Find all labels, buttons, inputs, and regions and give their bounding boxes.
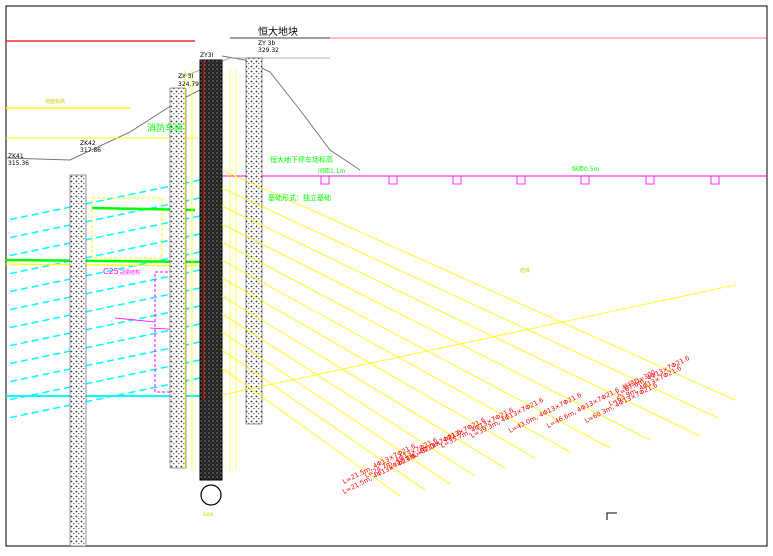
podium-label: 恒大地下停车场标高 <box>270 155 333 164</box>
borehole-column-zk42 <box>69 174 87 547</box>
yellow-anchor-7 <box>221 277 536 459</box>
yellow-anchor-11 <box>221 349 426 491</box>
ground-profile-left <box>5 89 201 161</box>
yellow-anchor-6 <box>221 259 571 453</box>
zk42-label: ZK42 <box>80 140 96 147</box>
yellow-anchors-group <box>221 169 736 497</box>
beam-suffix: 冠梁结构 <box>120 269 140 276</box>
anchor-labels-group: L=67.6m, 4Φ13×7Φ21.6L=63.9m, 4Φ13×7Φ21.6… <box>341 354 691 496</box>
ground-label: 地面标高 <box>45 98 65 105</box>
yellow-anchor-5 <box>221 241 611 449</box>
borehole-column-zy3b <box>245 57 263 425</box>
site-elev: 329.32 <box>258 47 279 54</box>
footing-6 <box>645 175 655 185</box>
support-pile <box>199 59 223 481</box>
ground-profile-right <box>221 55 361 171</box>
site-ref: ZY 3b <box>258 40 276 47</box>
yellow-anchor-4 <box>221 223 651 441</box>
corner-mark <box>606 512 617 520</box>
footing-7 <box>710 175 720 185</box>
top-label: ZY3I <box>200 52 214 59</box>
yellow-anchor-1 <box>221 169 736 401</box>
footing-2 <box>388 175 398 185</box>
zk41-elev: 315.36 <box>8 160 29 167</box>
ground-profile-top <box>179 57 330 79</box>
borehole-column-zy3 <box>169 87 187 469</box>
zy3-elev: 324.79 <box>178 81 199 88</box>
beam-label: C25 <box>103 267 119 276</box>
pile-section-circle <box>200 484 222 506</box>
zk42-elev: 317.86 <box>80 147 101 154</box>
drawing-frame <box>5 5 768 547</box>
zk41-label: ZK41 <box>8 153 24 160</box>
fire-lane-label: 消防车道 <box>147 122 183 134</box>
magenta-leader <box>114 317 156 323</box>
wall-spacing-label: 间距1.1m <box>318 167 346 175</box>
pile-diameter-label: 2000 <box>203 512 214 517</box>
middle-note: 岩体 <box>520 267 530 274</box>
yellow-anchor-3 <box>221 205 701 437</box>
footings-group <box>320 175 720 185</box>
yellow-dashed-box <box>91 197 163 259</box>
footing-1 <box>320 175 330 185</box>
yellow-anchor-9 <box>221 313 476 477</box>
foundation-label: 基础形式：独立基础 <box>268 193 331 202</box>
yellow-anchor-10 <box>221 331 451 485</box>
yellow-anchor-8 <box>221 295 506 469</box>
yellow-anchor-12 <box>221 367 401 497</box>
footing-3 <box>452 175 462 185</box>
zy3-label: ZY 3I <box>178 73 194 80</box>
yellow-anchor-2 <box>221 187 719 419</box>
footing-5 <box>580 175 590 185</box>
footing-4 <box>516 175 526 185</box>
site-title: 恒大地块 <box>258 25 298 38</box>
spacing-label: 纵距0.5m <box>572 166 600 173</box>
long-yellow-line <box>221 284 736 396</box>
